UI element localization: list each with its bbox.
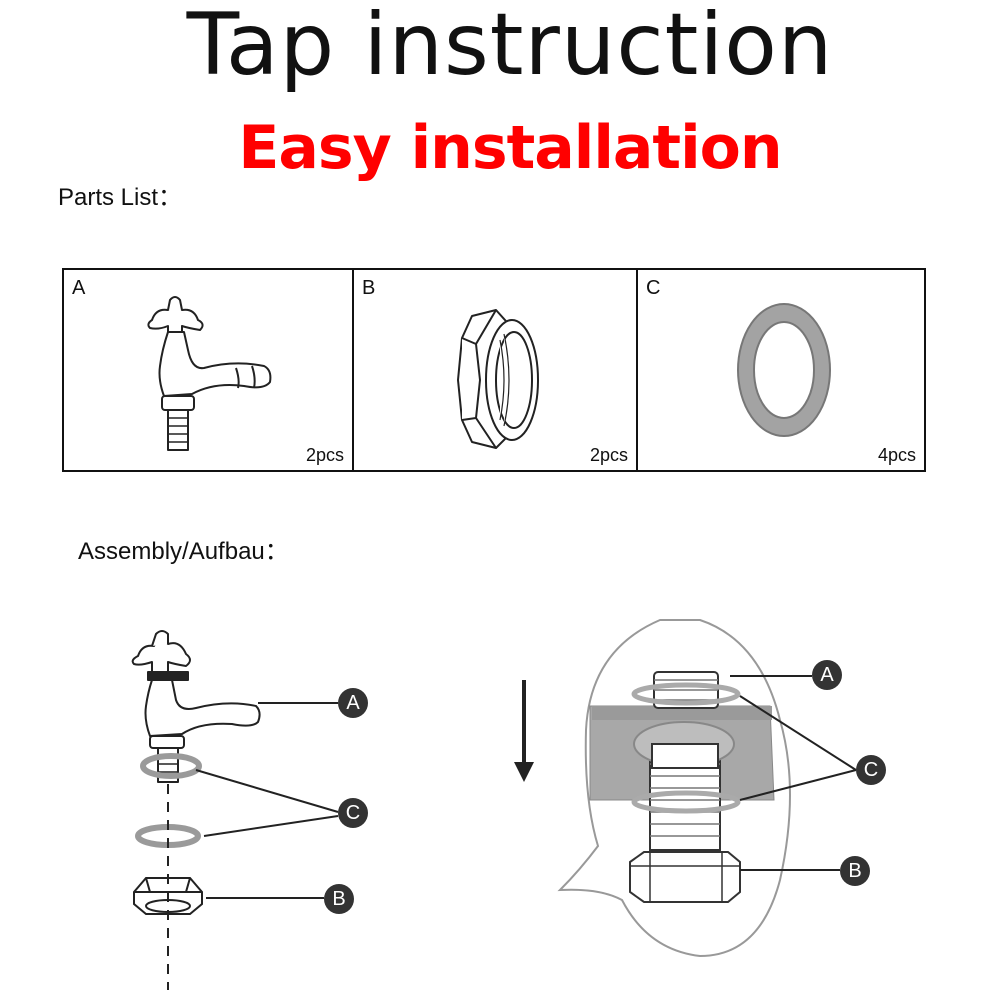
part-letter-b: B — [362, 277, 376, 299]
tap-body — [144, 679, 261, 737]
callout-a-right: A — [812, 660, 842, 690]
part-qty-b: 2pcs — [589, 445, 628, 465]
zoom-bubble — [557, 619, 791, 958]
nut-right — [629, 851, 741, 903]
parts-list-label: Parts List： — [58, 184, 183, 211]
callout-b-left: B — [324, 884, 354, 914]
part-box-c: C 4pcs — [636, 268, 926, 472]
washer-upper — [140, 753, 202, 779]
assembly-label: Assembly/Aufbau： — [78, 538, 289, 565]
hex-nut-icon — [457, 309, 539, 449]
callout-b-right: B — [840, 856, 870, 886]
part-box-a: A 2pcs — [62, 268, 354, 472]
washer-ring-icon — [737, 303, 831, 437]
callout-c-left: C — [338, 798, 368, 828]
tap-icon — [147, 296, 272, 451]
page-subtitle: Easy installation — [238, 113, 782, 183]
callout-a-left: A — [338, 688, 368, 718]
part-letter-c: C — [646, 277, 661, 299]
page-title: Tap instruction — [186, 0, 834, 95]
part-box-b: B 2pcs — [352, 268, 638, 472]
part-qty-a: 2pcs — [305, 445, 344, 465]
part-letter-a: A — [72, 277, 86, 299]
part-qty-c: 4pcs — [877, 445, 916, 465]
callout-c-right: C — [856, 755, 886, 785]
